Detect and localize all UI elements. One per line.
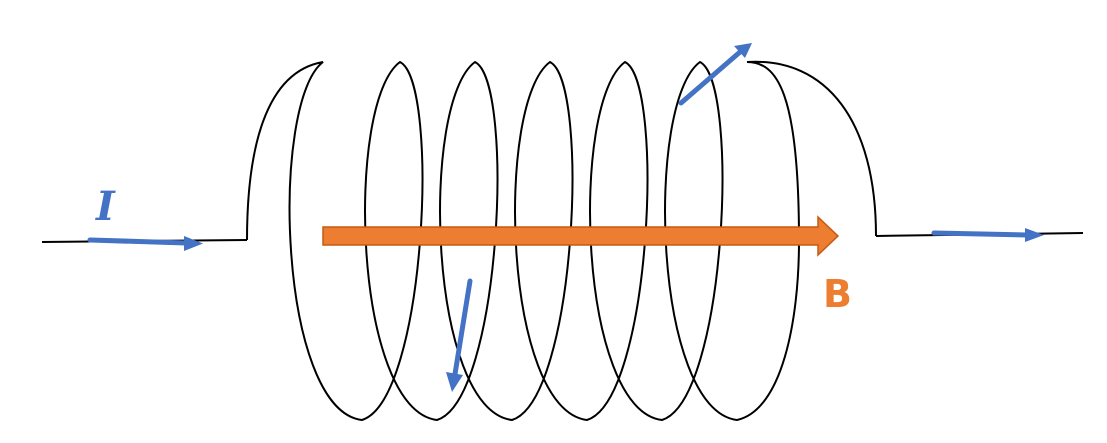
current-arrow-in	[87, 236, 203, 251]
current-label: I	[95, 183, 116, 230]
magnetic-field-label: B	[823, 272, 852, 316]
coil-helix-path	[246, 60, 877, 422]
current-arrows	[87, 43, 1044, 392]
current-arrow-out	[931, 228, 1044, 242]
solenoid-coil	[246, 60, 877, 422]
magnetic-field-arrow	[322, 215, 840, 257]
field-arrow-shape	[322, 215, 840, 257]
current-arrow-back	[678, 43, 752, 106]
current-arrow-front	[446, 278, 473, 392]
